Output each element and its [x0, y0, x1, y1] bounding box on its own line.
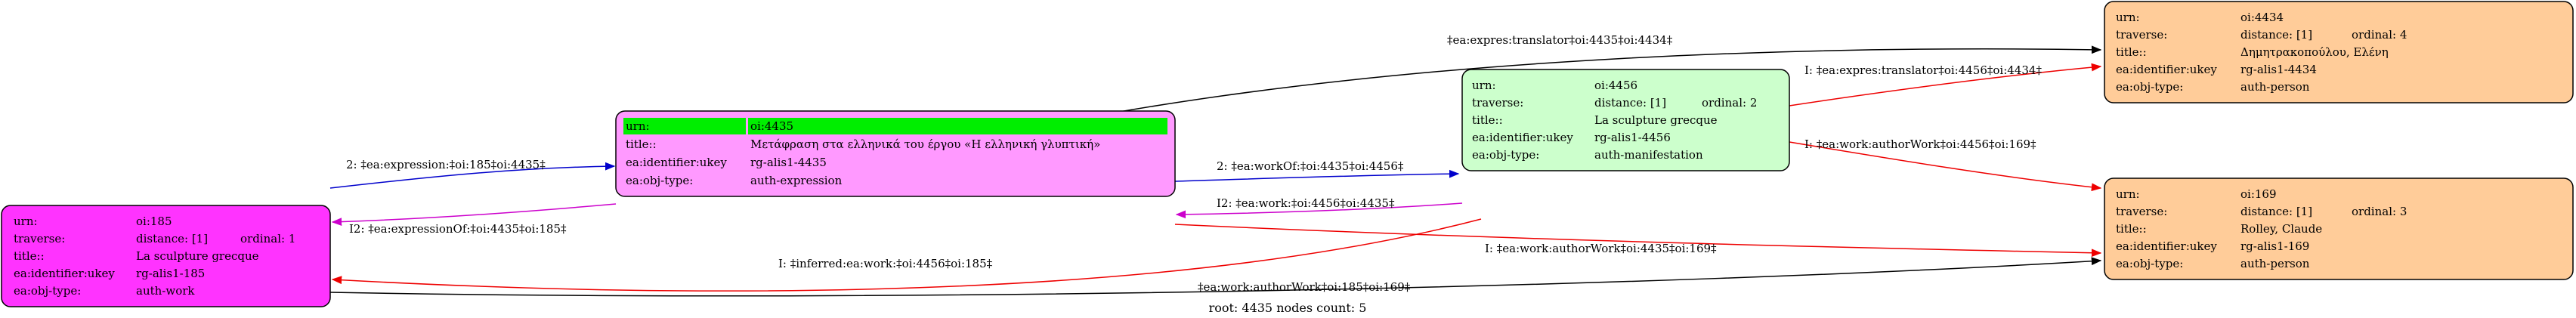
edge-label-authorWork4435: I: ‡ea:work:authorWork‡oi:4435‡oi:169‡	[1485, 242, 1717, 255]
edge-label-workOf: 2: ‡ea:workOf:‡oi:4435‡oi:4456‡	[1217, 159, 1404, 173]
node-4456-traverse-key: traverse:	[1472, 96, 1523, 110]
node-4435-root-highlight-key	[623, 118, 746, 134]
edges: 2: ‡ea:expression:‡oi:185‡oi:4435‡ I2: ‡…	[329, 33, 2102, 297]
node-4456-title-key: title::	[1472, 113, 1503, 127]
node-oi-4456[interactable]: urn: oi:4456 traverse: distance: [1] ord…	[1461, 69, 1790, 171]
node-185-ukey-key: ea:identifier:ukey	[14, 267, 115, 280]
node-169-title-key: title::	[2116, 222, 2147, 236]
node-4434-urn-value: oi:4434	[2240, 11, 2284, 24]
edge-authorWork185	[329, 257, 2102, 297]
node-185-type-value: auth-work	[136, 284, 195, 298]
node-4434-title-value: Δημητρακοπούλου, Ελένη	[2240, 45, 2389, 59]
edge-expressionOf	[331, 203, 617, 226]
node-4434-type-value: auth-person	[2240, 80, 2310, 94]
edge-expresTranslator4435	[1110, 45, 2102, 114]
node-185-traverse-key: traverse:	[14, 232, 65, 245]
node-169-traverse-key: traverse:	[2116, 205, 2167, 218]
node-4434-urn-key: urn:	[2116, 11, 2140, 24]
edge-expresTranslator4456	[1789, 63, 2102, 107]
node-4434-title-key: title::	[2116, 45, 2147, 59]
node-185-title-value: La sculpture grecque	[136, 249, 259, 263]
edge-expression	[329, 162, 616, 189]
node-169-ukey-key: ea:identifier:ukey	[2116, 239, 2217, 253]
node-185-traverse-value: distance: [1]	[136, 232, 208, 245]
node-4435-ukey-value: rg-alis1-4435	[750, 156, 827, 169]
node-4434-traverse-key: traverse:	[2116, 28, 2167, 42]
node-oi-169[interactable]: urn: oi:169 traverse: distance: [1] ordi…	[2104, 178, 2574, 280]
node-4456-ukey-key: ea:identifier:ukey	[1472, 131, 1573, 144]
edge-label-expressionOf: I2: ‡ea:expressionOf:‡oi:4435‡oi:185‡	[349, 222, 567, 236]
node-4435-type-key: ea:obj-type:	[626, 174, 693, 187]
node-185-urn-value: oi:185	[136, 215, 172, 228]
node-4435-title-key: title::	[626, 137, 657, 151]
node-169-urn-key: urn:	[2116, 187, 2140, 201]
node-169-traverse-extra: ordinal: 3	[2352, 205, 2407, 218]
node-4435-root-highlight-value	[748, 118, 1167, 134]
edge-authorWork4456	[1789, 141, 2102, 192]
node-185-traverse-extra: ordinal: 1	[240, 232, 295, 245]
node-4435-title-value: Μετάφραση στα ελληνικά του έργου «Η ελλη…	[750, 137, 1100, 151]
node-4434-traverse-extra: ordinal: 4	[2352, 28, 2407, 42]
node-185-title-key: title::	[14, 249, 45, 263]
edge-label-expresTranslator4435: ‡ea:expres:translator‡oi:4435‡oi:4434‡	[1447, 33, 1673, 47]
node-4456-type-value: auth-manifestation	[1594, 148, 1703, 162]
edge-label-inferredWork: I: ‡inferred:ea:work:‡oi:4456‡oi:185‡	[778, 257, 993, 270]
node-4435-urn-key: urn:	[626, 119, 650, 133]
node-4435-type-value: auth-expression	[750, 174, 843, 187]
node-oi-4435[interactable]: urn: oi:4435 title:: Μετάφραση στα ελλην…	[615, 110, 1176, 197]
node-169-urn-value: oi:169	[2240, 187, 2277, 201]
edge-label-work4456: I2: ‡ea:work:‡oi:4456‡oi:4435‡	[1217, 196, 1395, 210]
node-169-ukey-value: rg-alis1-169	[2240, 239, 2309, 253]
node-4435-ukey-key: ea:identifier:ukey	[626, 156, 727, 169]
node-4434-ukey-value: rg-alis1-4434	[2240, 63, 2317, 76]
node-4456-urn-value: oi:4456	[1594, 79, 1637, 92]
node-185-urn-key: urn:	[14, 215, 38, 228]
graph-footer: root: 4435 nodes count: 5	[1209, 301, 1367, 315]
node-oi-185[interactable]: urn: oi:185 traverse: distance: [1] ordi…	[1, 205, 331, 307]
node-4434-type-key: ea:obj-type:	[2116, 80, 2183, 94]
node-4456-type-key: ea:obj-type:	[1472, 148, 1539, 162]
edge-label-expresTranslator4456: I: ‡ea:expres:translator‡oi:4456‡oi:4434…	[1804, 63, 2042, 77]
node-169-type-value: auth-person	[2240, 257, 2310, 270]
edge-work4456	[1175, 202, 1463, 219]
node-185-type-key: ea:obj-type:	[14, 284, 81, 298]
node-4434-traverse-value: distance: [1]	[2240, 28, 2312, 42]
edge-workOf	[1174, 169, 1460, 182]
node-4456-ukey-value: rg-alis1-4456	[1594, 131, 1671, 144]
node-169-title-value: Rolley, Claude	[2240, 222, 2322, 236]
node-169-traverse-value: distance: [1]	[2240, 205, 2312, 218]
edge-inferredWork	[331, 218, 1482, 292]
edge-authorWork4435	[1174, 224, 2102, 258]
node-4456-title-value: La sculpture grecque	[1594, 113, 1718, 127]
edge-label-expression: 2: ‡ea:expression:‡oi:185‡oi:4435‡	[346, 158, 546, 171]
node-185-ukey-value: rg-alis1-185	[136, 267, 205, 280]
node-4435-urn-value: oi:4435	[750, 119, 793, 133]
node-4434-ukey-key: ea:identifier:ukey	[2116, 63, 2217, 76]
edge-label-authorWork4456: I: ‡ea:work:authorWork‡oi:4456‡oi:169‡	[1804, 137, 2036, 151]
node-oi-4434[interactable]: urn: oi:4434 traverse: distance: [1] ord…	[2104, 1, 2574, 103]
node-4456-traverse-value: distance: [1]	[1594, 96, 1666, 110]
node-169-type-key: ea:obj-type:	[2116, 257, 2183, 270]
node-4456-urn-key: urn:	[1472, 79, 1496, 92]
edge-label-authorWork185: ‡ea:work:authorWork‡oi:185‡oi:169‡	[1198, 280, 1411, 294]
node-4456-traverse-extra: ordinal: 2	[1702, 96, 1757, 110]
